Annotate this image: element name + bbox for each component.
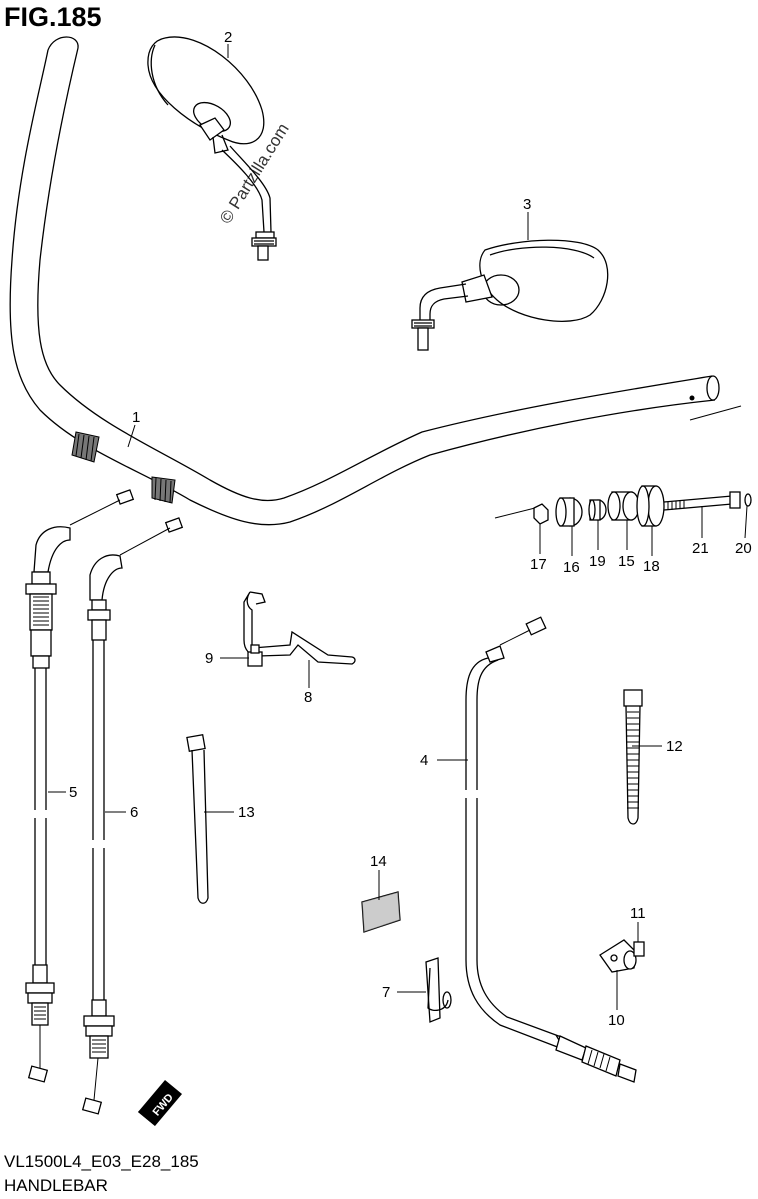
- callout-19: 19: [589, 553, 606, 570]
- diagram-code: VL1500L4_E03_E28_185: [4, 1152, 199, 1171]
- knurl-band-2: [151, 476, 176, 504]
- cushion-16[interactable]: [555, 497, 583, 527]
- mirror-left[interactable]: [411, 239, 609, 351]
- handlebar[interactable]: [9, 36, 742, 526]
- callout-6: 6: [130, 804, 138, 821]
- cable-tie[interactable]: [623, 689, 643, 825]
- callout-9: 9: [205, 650, 213, 667]
- callout-8: 8: [304, 689, 312, 706]
- mounting-hardware: [494, 485, 752, 527]
- callout-21: 21: [692, 540, 709, 557]
- nut[interactable]: [533, 503, 549, 525]
- clutch-cable[interactable]: [465, 616, 637, 1083]
- callout-2: 2: [224, 29, 232, 46]
- callout-13: 13: [238, 804, 255, 821]
- bolt[interactable]: [247, 644, 263, 667]
- spacer[interactable]: [588, 499, 607, 521]
- cable-clamp[interactable]: [425, 957, 452, 1023]
- callout-16: 16: [563, 559, 580, 576]
- section-label: HANDLEBAR: [4, 1176, 108, 1195]
- callout-15: 15: [618, 553, 635, 570]
- callout-10: 10: [608, 1012, 625, 1029]
- fig-title: FIG.185: [4, 2, 102, 32]
- callout-12: 12: [666, 738, 683, 755]
- callout-18: 18: [643, 558, 660, 575]
- callout-1: 1: [132, 409, 140, 426]
- callout-20: 20: [735, 540, 752, 557]
- clamp[interactable]: [599, 939, 637, 973]
- mirror-right[interactable]: [147, 36, 277, 261]
- fwd-direction-badge: FWD: [138, 1080, 182, 1126]
- callout-numbers: 1 2 3 4 5 6 7 8 9 10 11 12 13 14 15 16 1…: [69, 29, 752, 1029]
- cushion-15[interactable]: [607, 491, 640, 521]
- throttle-cable-2[interactable]: [81, 517, 184, 1115]
- throttle-cable-1[interactable]: [25, 489, 135, 1083]
- callout-7: 7: [382, 984, 390, 1001]
- bolt-21[interactable]: [663, 491, 741, 511]
- callout-11: 11: [630, 905, 646, 922]
- label-sticker[interactable]: [361, 891, 401, 933]
- callout-17: 17: [530, 556, 547, 573]
- callout-3: 3: [523, 196, 531, 213]
- screw[interactable]: [633, 941, 645, 957]
- callout-14: 14: [370, 853, 387, 870]
- washer-18[interactable]: [636, 485, 665, 527]
- washer-20[interactable]: [744, 493, 752, 507]
- callout-4: 4: [420, 752, 428, 769]
- callout-5: 5: [69, 784, 77, 801]
- leader-lines: [48, 44, 748, 1010]
- knurl-band-1: [71, 431, 100, 463]
- cable-tie-long[interactable]: [186, 733, 209, 904]
